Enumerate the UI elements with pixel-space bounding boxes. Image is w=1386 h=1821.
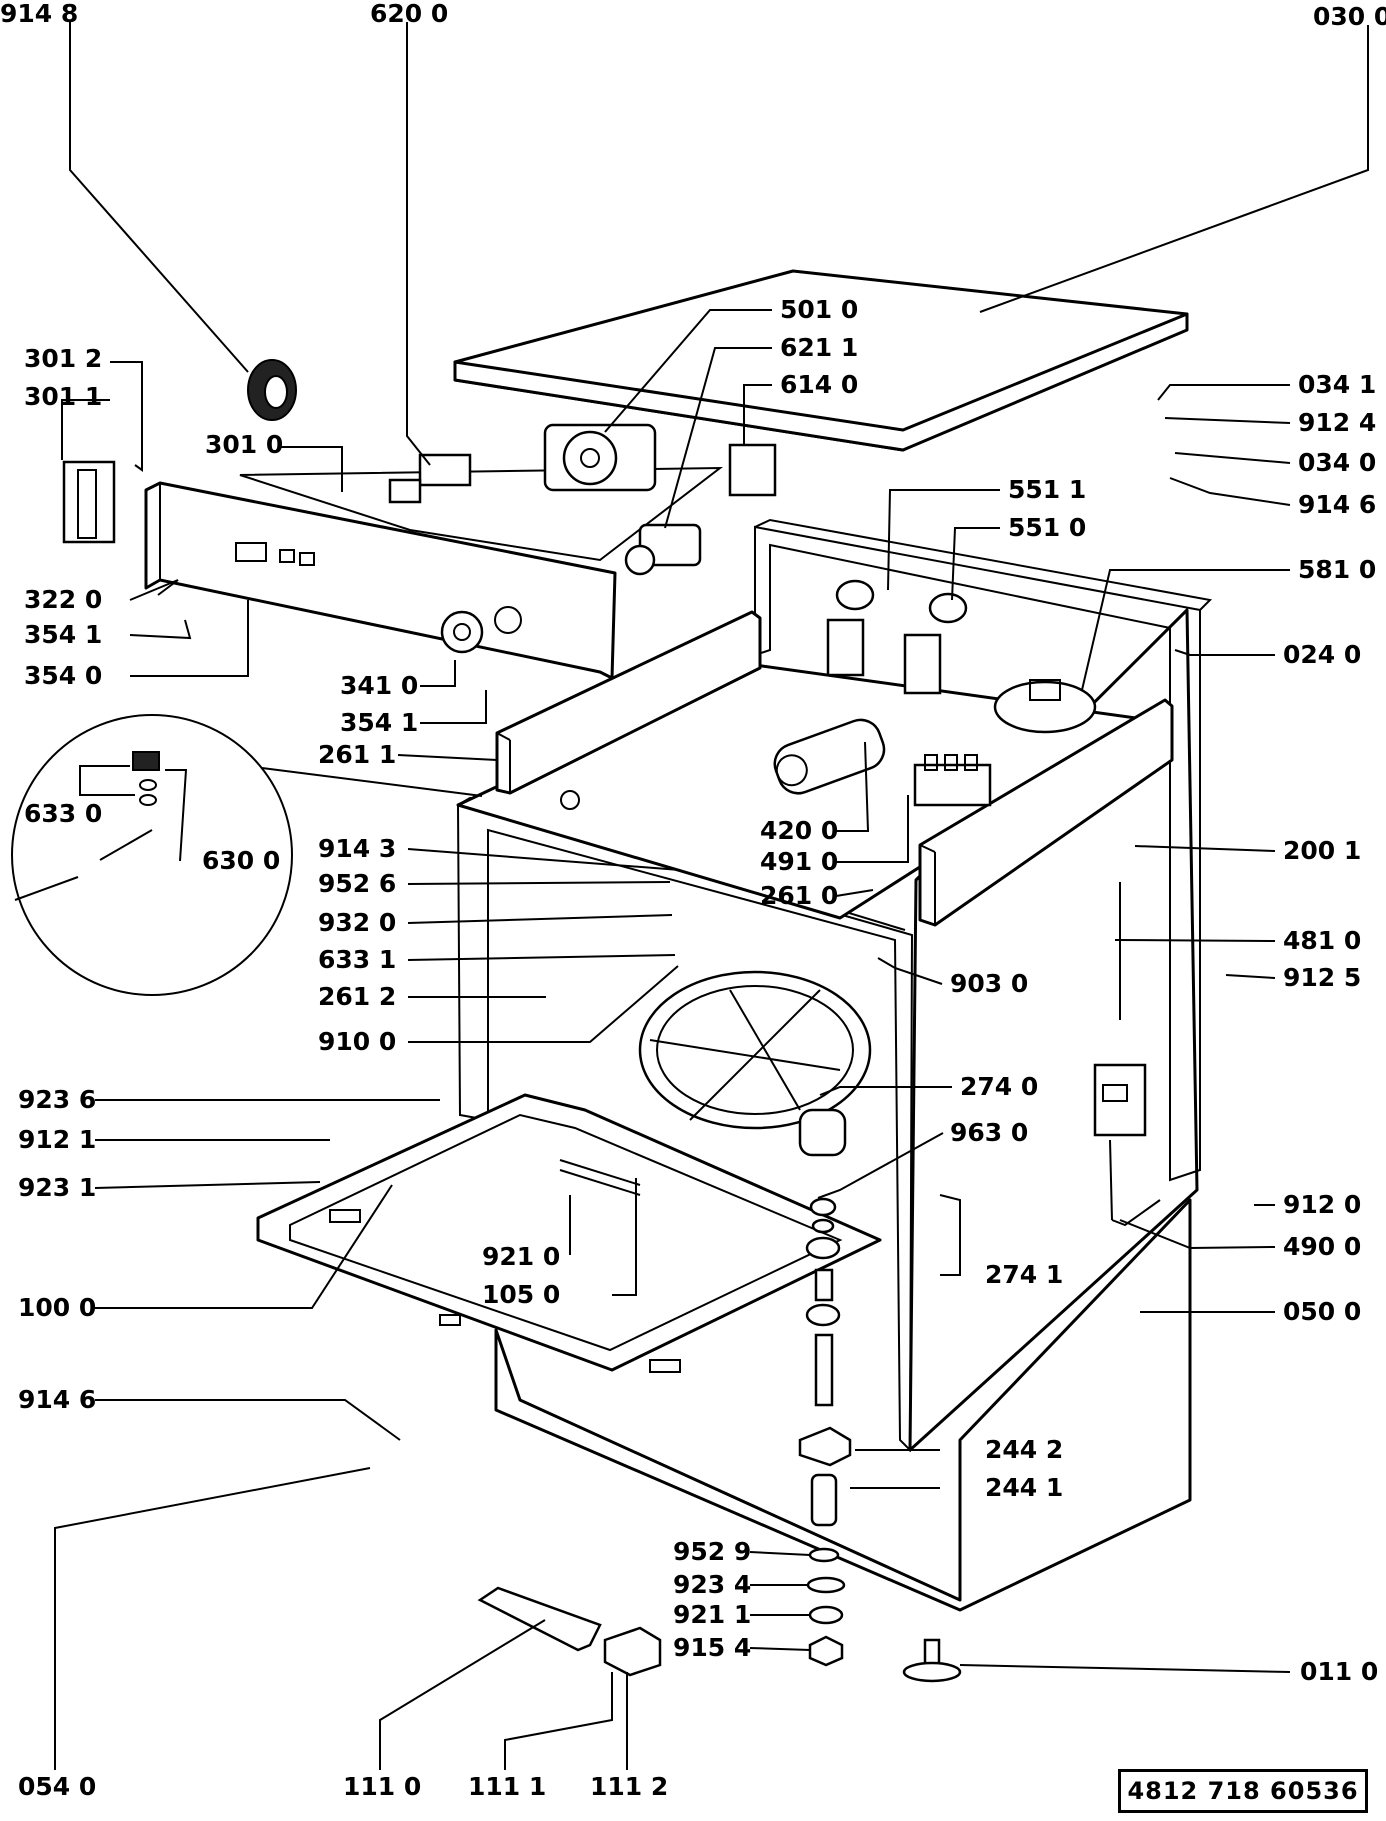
document-number: 4812 718 60536 bbox=[1118, 1769, 1368, 1813]
part-label-050-0: 050 0 bbox=[1283, 1297, 1361, 1326]
part-label-301-0: 301 0 bbox=[205, 430, 283, 459]
part-label-903-0: 903 0 bbox=[950, 969, 1028, 998]
part-label-341-0: 341 0 bbox=[340, 671, 418, 700]
part-label-105-0: 105 0 bbox=[482, 1280, 560, 1309]
handle-cap bbox=[603, 1626, 662, 1677]
part-label-551-1: 551 1 bbox=[1008, 475, 1086, 504]
part-label-923-1: 923 1 bbox=[18, 1173, 96, 1202]
part-label-274-0: 274 0 bbox=[960, 1072, 1038, 1101]
part-label-963-0: 963 0 bbox=[950, 1118, 1028, 1147]
part-label-630-0: 630 0 bbox=[202, 846, 280, 875]
part-label-614-0: 614 0 bbox=[780, 370, 858, 399]
part-label-621-1: 621 1 bbox=[780, 333, 858, 362]
part-label-952-6: 952 6 bbox=[318, 869, 396, 898]
part-label-633-0: 633 0 bbox=[24, 799, 102, 828]
part-label-024-0: 024 0 bbox=[1283, 640, 1361, 669]
part-label-111-2: 111 2 bbox=[590, 1772, 668, 1801]
part-label-914-6-top: 914 6 bbox=[1298, 490, 1376, 519]
detail-inset bbox=[11, 714, 293, 996]
part-label-921-0: 921 0 bbox=[482, 1242, 560, 1271]
foot-assembly bbox=[798, 1426, 962, 1683]
part-label-914-3: 914 3 bbox=[318, 834, 396, 863]
part-label-551-0: 551 0 bbox=[1008, 513, 1086, 542]
cabinet-base bbox=[494, 1198, 1192, 1612]
part-label-912-1: 912 1 bbox=[18, 1125, 96, 1154]
cabinet-frame bbox=[456, 803, 914, 1453]
part-label-354-1-b: 354 1 bbox=[340, 708, 418, 737]
illustration bbox=[11, 269, 1213, 1683]
part-label-581-0: 581 0 bbox=[1298, 555, 1376, 584]
part-label-261-2: 261 2 bbox=[318, 982, 396, 1011]
capacitor bbox=[773, 718, 886, 795]
part-label-111-0: 111 0 bbox=[343, 1772, 421, 1801]
part-label-111-1: 111 1 bbox=[468, 1772, 546, 1801]
part-label-200-1: 200 1 bbox=[1283, 836, 1361, 865]
coils bbox=[826, 579, 968, 695]
part-label-912-4: 912 4 bbox=[1298, 408, 1376, 437]
part-label-261-1: 261 1 bbox=[318, 740, 396, 769]
part-label-910-0: 910 0 bbox=[318, 1027, 396, 1056]
hinge-stack bbox=[805, 1197, 841, 1407]
pressure-switch bbox=[993, 680, 1097, 734]
part-label-100-0: 100 0 bbox=[18, 1293, 96, 1322]
part-label-011-0: 011 0 bbox=[1300, 1657, 1378, 1686]
part-label-261-0: 261 0 bbox=[760, 881, 838, 910]
part-label-501-0: 501 0 bbox=[780, 295, 858, 324]
knob-ring bbox=[440, 610, 484, 654]
part-label-923-4: 923 4 bbox=[673, 1570, 751, 1599]
part-label-034-1: 034 1 bbox=[1298, 370, 1376, 399]
part-label-054-0: 054 0 bbox=[18, 1772, 96, 1801]
rail-261-0 bbox=[918, 698, 1174, 927]
part-label-244-1: 244 1 bbox=[985, 1473, 1063, 1502]
part-label-923-6: 923 6 bbox=[18, 1085, 96, 1114]
part-label-915-4: 915 4 bbox=[673, 1633, 751, 1662]
part-label-921-1: 921 1 bbox=[673, 1600, 751, 1629]
leader-lines bbox=[54, 22, 1369, 1770]
part-label-952-9: 952 9 bbox=[673, 1537, 751, 1566]
part-label-491-0: 491 0 bbox=[760, 847, 838, 876]
terminal-block bbox=[913, 763, 992, 807]
part-label-490-0: 490 0 bbox=[1283, 1232, 1361, 1261]
part-label-354-0: 354 0 bbox=[24, 661, 102, 690]
part-label-633-1: 633 1 bbox=[318, 945, 396, 974]
handle-bar bbox=[477, 1586, 602, 1652]
part-label-481-0: 481 0 bbox=[1283, 926, 1361, 955]
part-label-932-0: 932 0 bbox=[318, 908, 396, 937]
part-label-912-0: 912 0 bbox=[1283, 1190, 1361, 1219]
part-label-322-0: 322 0 bbox=[24, 585, 102, 614]
part-label-274-1: 274 1 bbox=[985, 1260, 1063, 1289]
part-label-420-0: 420 0 bbox=[760, 816, 838, 845]
part-label-030-0: 030 0 bbox=[1313, 2, 1386, 31]
door-handle bbox=[62, 460, 116, 544]
part-label-244-2: 244 2 bbox=[985, 1435, 1063, 1464]
tub-ring bbox=[638, 970, 872, 1130]
part-label-914-8: 914 8 bbox=[0, 0, 78, 28]
rail-261-1 bbox=[495, 610, 762, 795]
part-label-354-1-a: 354 1 bbox=[24, 620, 102, 649]
part-label-034-0: 034 0 bbox=[1298, 448, 1376, 477]
control-panel bbox=[144, 481, 617, 680]
part-label-912-5: 912 5 bbox=[1283, 963, 1361, 992]
part-label-620-0: 620 0 bbox=[370, 0, 448, 28]
part-label-301-1: 301 1 bbox=[24, 382, 102, 411]
part-label-914-6-bottom: 914 6 bbox=[18, 1385, 96, 1414]
part-label-301-2: 301 2 bbox=[24, 344, 102, 373]
